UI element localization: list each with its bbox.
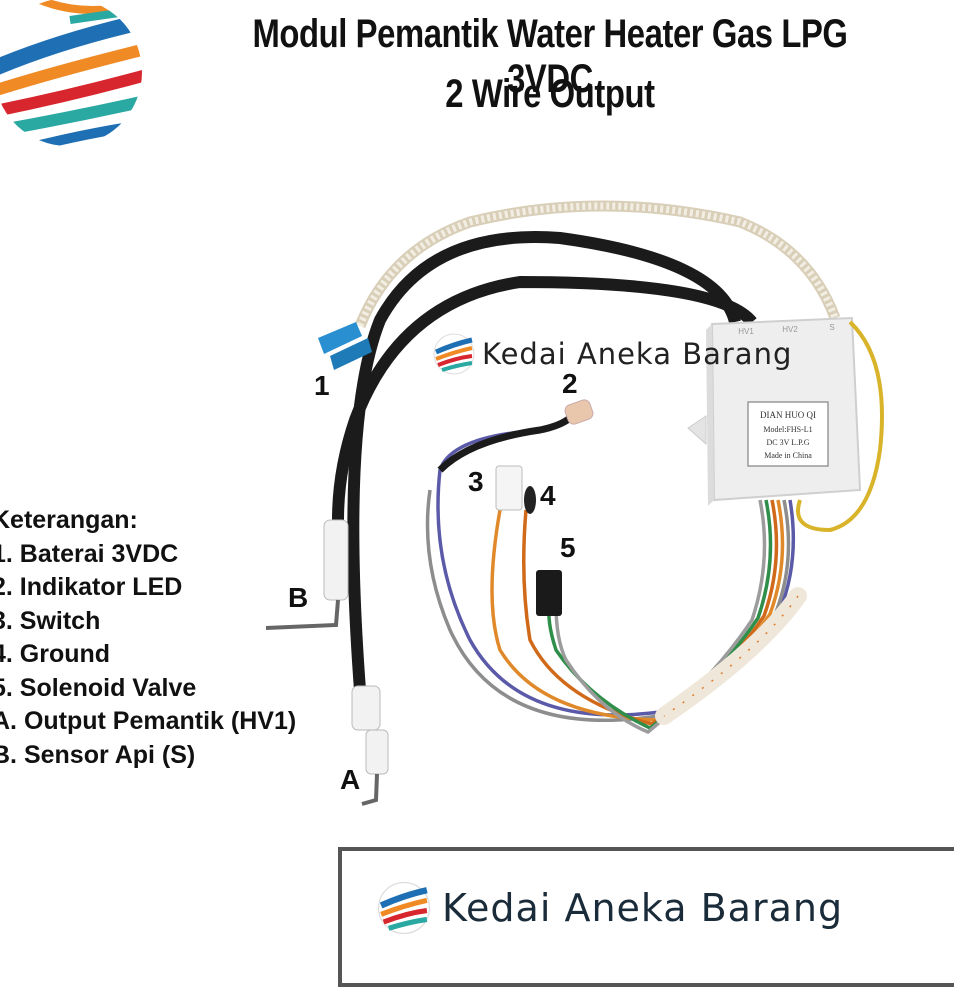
footer-logo-icon bbox=[377, 881, 431, 935]
marker-1: 1 bbox=[314, 370, 330, 401]
marker-3: 3 bbox=[468, 466, 484, 497]
legend-item: 5. Solenoid Valve bbox=[0, 673, 197, 702]
led-indicator bbox=[564, 399, 594, 425]
legend-item: A. Output Pemantik (HV1) bbox=[0, 707, 297, 735]
module-label-line-3: DC 3V L.P.G bbox=[767, 438, 810, 447]
legend: Keterangan: 1. Baterai 3VDC 2. Indikator… bbox=[0, 504, 296, 772]
watermark-logo-icon bbox=[433, 333, 475, 375]
marker-5: 5 bbox=[560, 532, 576, 563]
module-label-line-4: Made in China bbox=[764, 451, 812, 460]
footer-brand: Kedai Aneka Barang bbox=[376, 878, 843, 938]
yellow-wire bbox=[796, 320, 884, 533]
ignition-module bbox=[687, 316, 862, 506]
legend-item: B. Sensor Api (S) bbox=[0, 740, 196, 769]
marker-2: 2 bbox=[562, 368, 578, 399]
product-title-line-2: 2 Wire Output bbox=[445, 72, 655, 116]
module-port-s: S bbox=[829, 323, 834, 332]
solenoid-connector bbox=[536, 570, 562, 616]
black-wire-a bbox=[347, 231, 741, 691]
switch-connector bbox=[495, 465, 523, 511]
marker-b: B bbox=[288, 582, 309, 613]
battery-connector bbox=[318, 322, 372, 370]
watermark-text: Kedai Aneka Barang bbox=[482, 337, 793, 371]
module-port-hv2: HV2 bbox=[782, 325, 798, 334]
legend-item: 3. Switch bbox=[0, 606, 101, 635]
marker-4: 4 bbox=[540, 480, 556, 511]
black-wire-b bbox=[332, 275, 757, 521]
watermark: Kedai Aneka Barang bbox=[432, 332, 792, 376]
product-title-line-1: Modul Pemantik Water Heater Gas LPG 3VDC bbox=[252, 12, 848, 101]
brand-logo-icon bbox=[0, 0, 142, 146]
legend-item: 1. Baterai 3VDC bbox=[0, 539, 179, 568]
module-label-line-1: DIAN HUO QI bbox=[760, 410, 816, 420]
legend-heading: Keterangan: bbox=[0, 506, 138, 534]
module-label-line-2: Model:FHS-L1 bbox=[763, 425, 812, 434]
legend-item: 4. Ground bbox=[0, 640, 111, 668]
footer-brand-text: Kedai Aneka Barang bbox=[442, 886, 844, 930]
marker-a: A bbox=[340, 764, 361, 795]
module-port-hv1: HV1 bbox=[738, 327, 754, 336]
fiberglass-sleeve bbox=[655, 587, 807, 725]
ground-lug bbox=[524, 486, 536, 514]
electrode-b bbox=[265, 519, 349, 630]
legend-item: 2. Indikator LED bbox=[0, 573, 183, 601]
product-photo: DIAN HUO QI Model:FHS-L1 DC 3V L.P.G Mad… bbox=[265, 200, 884, 806]
electrode-a bbox=[351, 685, 389, 806]
